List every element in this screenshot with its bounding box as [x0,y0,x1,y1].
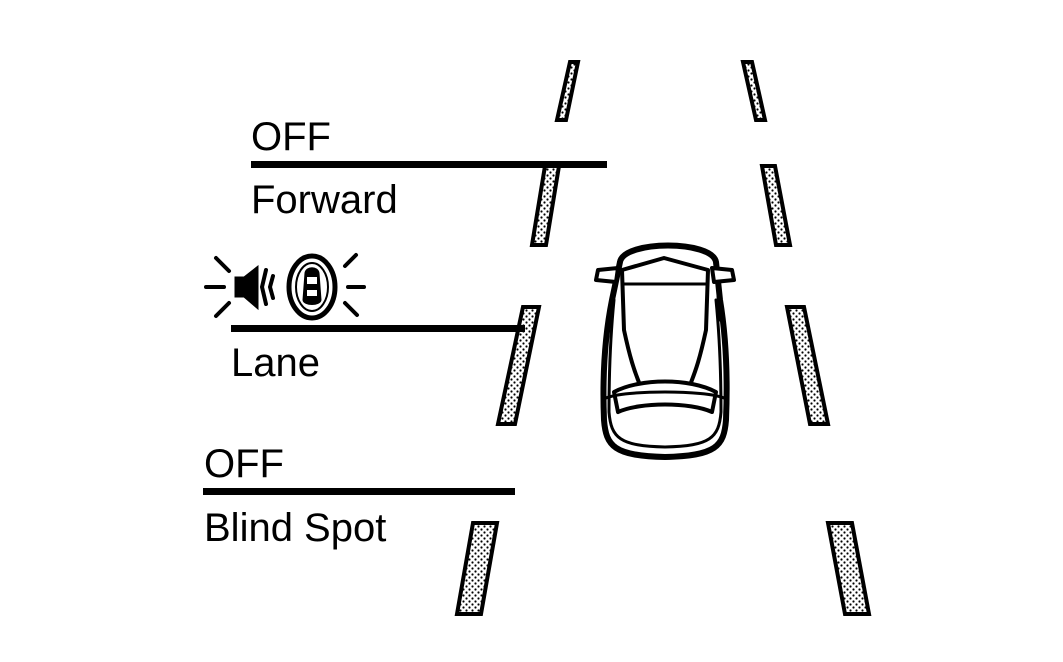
lane-marking-left-1 [554,60,581,122]
lane-marking-right-1 [740,60,768,122]
blind-spot-label: Blind Spot [204,506,387,550]
forward-status: OFF [251,115,331,159]
blind-spot-status: OFF [204,442,284,486]
lane-marking-left-2 [529,164,562,247]
lane-marking-right-3 [784,305,831,426]
blind-spot-divider [203,488,515,495]
car-top-view-icon [594,242,736,460]
lane-marking-left-4 [454,521,500,616]
lane-label: Lane [231,341,320,385]
lane-marking-left-3 [495,305,542,426]
lane-marking-right-2 [759,164,793,247]
forward-divider [251,161,607,168]
lane-divider [231,325,525,332]
chime-speaker-icon [204,256,275,318]
car-in-ring-icon [286,253,366,321]
forward-label: Forward [251,178,398,222]
lane-marking-right-4 [825,521,872,616]
